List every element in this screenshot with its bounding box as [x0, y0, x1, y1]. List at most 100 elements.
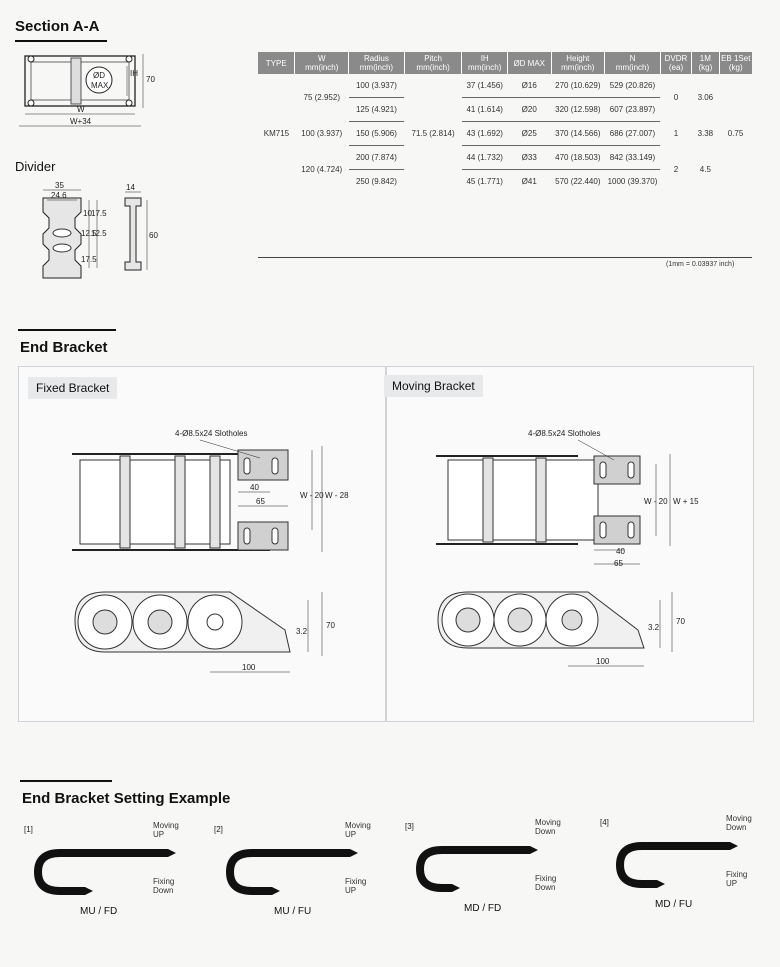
cell-radius: 200 (7.874) — [348, 145, 405, 170]
header-pitch: Pitch mm(inch) — [404, 52, 463, 74]
fixed-slot-label: 4-Ø8.5x24 Slotholes — [175, 429, 248, 438]
cell-w-100: 100 (3.937) — [301, 129, 343, 138]
header-radius: Radius mm(inch) — [348, 52, 405, 74]
w34-label: W+34 — [70, 117, 92, 126]
cell-n: 607 (23.897) — [604, 97, 661, 122]
end-bracket-title: End Bracket — [20, 339, 108, 356]
header-n-text: N mm(inch) — [615, 54, 650, 72]
header-eb: EB 1Set (kg) — [719, 52, 752, 74]
example-4-bot2: UP — [726, 879, 738, 888]
cell-ih: 43 (1.692) — [461, 121, 508, 146]
fixed-dim-65: 65 — [256, 497, 265, 506]
divider-title: Divider — [15, 159, 56, 174]
header-dvdr-text: DVDR (ea) — [664, 54, 688, 72]
cell-radius: 150 (5.906) — [348, 121, 405, 146]
example-3-num: [3] — [405, 822, 414, 831]
table-row: KM715 75 (2.952) 100 (3.937) 71.5 (2.814… — [258, 74, 752, 138]
end-bracket-rule — [18, 329, 116, 331]
header-ih-text: IH mm(inch) — [468, 54, 502, 72]
moving-slot-label: 4-Ø8.5x24 Slotholes — [528, 429, 601, 438]
fixed-bracket-title: Fixed Bracket — [28, 377, 118, 399]
header-w-text: W mm(inch) — [305, 54, 339, 72]
example-1-bot2: Down — [153, 886, 174, 895]
divider-drawing: 35 24.6 14 60 10 17.5 12.5 12.5 17.5 — [42, 181, 158, 279]
example-2-bot1: Fixing — [345, 877, 367, 886]
div-125a: 12.5 — [91, 229, 107, 238]
w-label: W — [77, 105, 85, 114]
moving-dim-w15: W + 15 — [673, 497, 699, 506]
example-3-top2: Down — [535, 827, 556, 836]
spec-table: TYPE W mm(inch) Radius mm(inch) Pitch mm… — [258, 52, 752, 193]
table-row: 100 (3.937) 150 (5.906) 43 (1.692) Ø25 3… — [258, 121, 752, 146]
example-1-bot1: Fixing — [153, 877, 175, 886]
cell-height: 270 (10.629) — [551, 74, 605, 98]
spec-header-row: TYPE W mm(inch) Radius mm(inch) Pitch mm… — [258, 52, 752, 74]
header-height-text: Height mm(inch) — [561, 54, 595, 72]
cell-od: Ø20 — [507, 97, 551, 122]
example-1-caption: MU / FD — [80, 906, 118, 917]
cell-kg-1: 3.38 — [697, 129, 714, 138]
section-a-underline — [15, 40, 107, 42]
moving-dim-40: 40 — [616, 547, 625, 556]
moving-dim-70: 70 — [676, 617, 685, 626]
example-4-bot1: Fixing — [726, 870, 748, 879]
example-4-num: [4] — [600, 818, 609, 827]
section-a-drawing: ØD MAX IH 70 W W+34 — [19, 54, 155, 127]
cell-od: Ø16 — [507, 74, 551, 98]
cell-od: Ø25 — [507, 121, 551, 146]
max-label: MAX — [91, 81, 109, 90]
div-175b: 17.5 — [81, 255, 97, 264]
cell-eb: 0.75 — [727, 129, 744, 138]
header-eb-text: EB 1Set (kg) — [721, 54, 751, 72]
ih-label: IH — [130, 69, 138, 78]
example-1-top2: UP — [153, 830, 165, 839]
moving-dim-65: 65 — [614, 559, 623, 568]
example-2-chain — [225, 849, 358, 895]
fixed-dim-70: 70 — [326, 621, 335, 630]
div-35: 35 — [55, 181, 64, 190]
cell-ih: 45 (1.771) — [466, 177, 503, 186]
example-3-chain — [415, 846, 538, 892]
cell-radius: 125 (4.921) — [348, 97, 405, 122]
example-2-top1: Moving — [345, 821, 371, 830]
moving-dim-w20: W - 20 — [644, 497, 668, 506]
example-2-num: [2] — [214, 825, 223, 834]
cell-n: 529 (20.826) — [604, 74, 661, 98]
fixed-dim-100: 100 — [242, 663, 256, 672]
cell-radius: 250 (9.842) — [355, 177, 397, 186]
moving-bracket-drawing: 4-Ø8.5x24 Slotholes 40 65 W - 20 W + 15 … — [436, 429, 699, 667]
table-row: 125 (4.921) 41 (1.614) Ø20 320 (12.598) … — [258, 97, 752, 122]
example-3-bot1: Fixing — [535, 874, 557, 883]
cell-dvdr-1: 1 — [673, 129, 679, 138]
example-1-chain — [33, 849, 176, 895]
cell-n: 686 (27.007) — [604, 121, 661, 146]
header-w: W mm(inch) — [294, 52, 350, 74]
header-ih: IH mm(inch) — [461, 52, 508, 74]
fixed-dim-32: 3.2 — [296, 627, 308, 636]
moving-dim-100: 100 — [596, 657, 610, 666]
fixed-bracket-drawing: 4-Ø8.5x24 Slotholes 40 65 W - 20 W - 28 … — [72, 429, 349, 673]
header-n: N mm(inch) — [604, 52, 661, 74]
example-1-top1: Moving — [153, 821, 179, 830]
header-1m-text: 1M (kg) — [698, 54, 713, 72]
example-2-bot2: UP — [345, 886, 357, 895]
cell-kg-2: 4.5 — [699, 164, 711, 174]
header-pitch-text: Pitch mm(inch) — [416, 54, 450, 72]
setting-rule — [20, 780, 112, 782]
header-type: TYPE — [258, 52, 296, 74]
example-4-top1: Moving — [726, 814, 752, 823]
cell-height: 320 (12.598) — [551, 97, 605, 122]
table-footnote: (1mm = 0.03937 inch) — [666, 261, 735, 268]
cell-radius: 100 (3.937) — [348, 74, 405, 98]
example-4-chain — [615, 842, 738, 888]
cell-height: 370 (14.566) — [551, 121, 605, 146]
cell-ih: 41 (1.614) — [461, 97, 508, 122]
header-dvdr: DVDR (ea) — [660, 52, 693, 74]
example-4-caption: MD / FU — [655, 899, 693, 910]
